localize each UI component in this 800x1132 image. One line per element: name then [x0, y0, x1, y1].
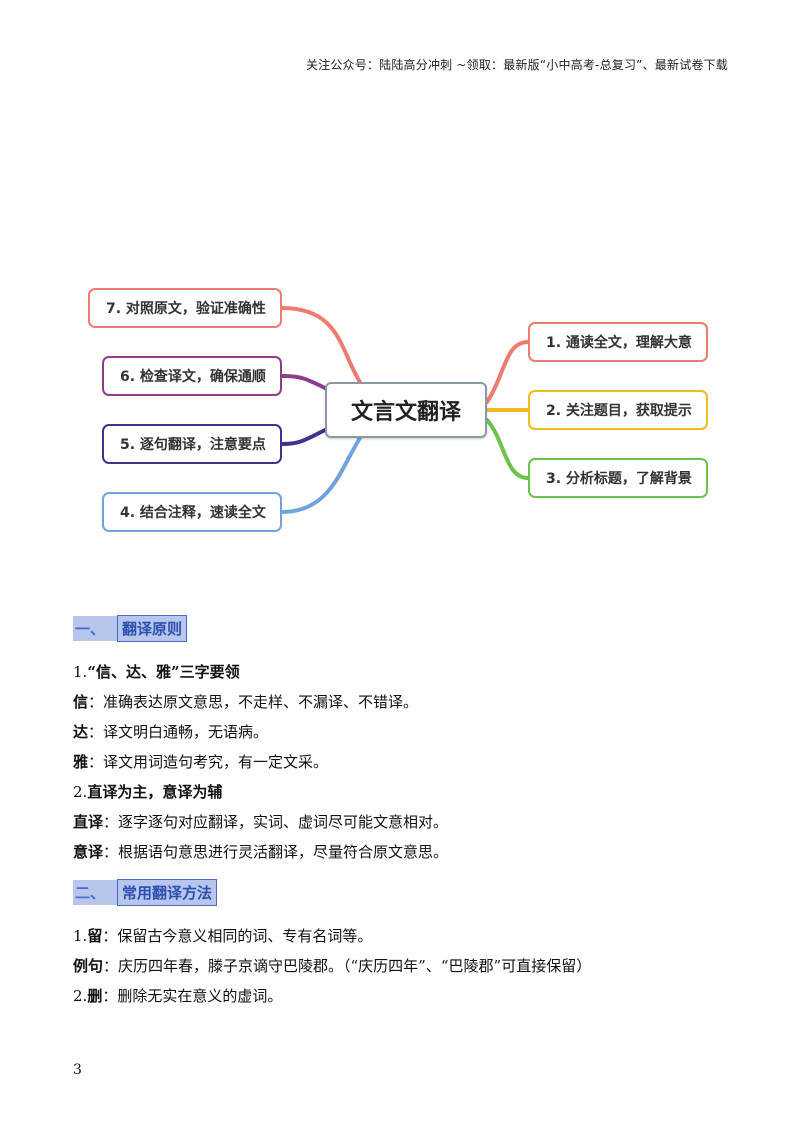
- document-body: 一、 翻译原则 1.“信、达、雅”三字要领 信：准确表达原文意思，不走样、不漏译…: [73, 614, 733, 1011]
- section-number: 一、: [73, 615, 118, 641]
- mind-node-7: 7. 对照原文，验证准确性: [88, 288, 282, 328]
- mind-node-2: 2. 关注题目，获取提示: [528, 390, 708, 430]
- mind-map: 文言文翻译 1. 通读全文，理解大意 2. 关注题目，获取提示 3. 分析标题，…: [0, 270, 800, 550]
- item-title: 直译为主，意译为辅: [87, 783, 223, 801]
- connector-7: [280, 306, 362, 384]
- term-text: ：根据语句意思进行灵活翻译，尽量符合原文意思。: [103, 843, 449, 861]
- term-label: 信: [73, 693, 89, 711]
- principle-heading-2: 2.直译为主，意译为辅: [73, 777, 733, 807]
- principle-heading-1: 1.“信、达、雅”三字要领: [73, 657, 733, 687]
- term-label: 达: [73, 723, 89, 741]
- method-2: 2.删：删除无实在意义的虚词。: [73, 981, 733, 1011]
- mind-node-1: 1. 通读全文，理解大意: [528, 322, 708, 362]
- page-header: 关注公众号：陆陆高分冲刺 ~领取：最新版“小中高考-总复习”、最新试卷下载: [305, 58, 728, 72]
- method-1: 1.留：保留古今意义相同的词、专有名词等。: [73, 921, 733, 951]
- item-number: 1.: [73, 927, 88, 945]
- connector-6: [280, 374, 327, 390]
- item-number: 2.: [73, 987, 88, 1005]
- connector-3: [485, 418, 530, 480]
- definition-ya: 雅：译文用词造句考究，有一定文采。: [73, 747, 733, 777]
- section-title: 翻译原则: [117, 614, 188, 642]
- definition-zhiyi: 直译：逐字逐句对应翻译，实词、虚词尽可能文意相对。: [73, 807, 733, 837]
- method-text: ：保留古今意义相同的词、专有名词等。: [102, 927, 373, 945]
- mind-map-center: 文言文翻译: [325, 382, 487, 438]
- term-text: ：译文用词造句考究，有一定文采。: [88, 753, 329, 771]
- term-label: 直译: [73, 813, 104, 831]
- mind-node-5: 5. 逐句翻译，注意要点: [102, 424, 282, 464]
- definition-da: 达：译文明白通畅，无语病。: [73, 717, 733, 747]
- term-label: 雅: [73, 753, 89, 771]
- method-text: ：删除无实在意义的虚词。: [102, 987, 283, 1005]
- example-sentence: 例句：庆历四年春，滕子京谪守巴陵郡。（“庆历四年”、“巴陵郡”可直接保留）: [73, 951, 733, 981]
- section-heading-2: 二、 常用翻译方法: [73, 878, 733, 906]
- page-number: 3: [73, 1062, 82, 1078]
- item-number: 2.: [73, 783, 88, 801]
- term-text: ：逐字逐句对应翻译，实词、虚词尽可能文意相对。: [103, 813, 449, 831]
- section-title: 常用翻译方法: [117, 878, 218, 906]
- mind-node-6: 6. 检查译文，确保通顺: [102, 356, 282, 396]
- mind-map-connectors: [280, 306, 530, 514]
- example-text: ：庆历四年春，滕子京谪守巴陵郡。（“庆历四年”、“巴陵郡”可直接保留）: [103, 957, 592, 975]
- section-heading-1: 一、 翻译原则: [73, 614, 733, 642]
- item-title: “信、达、雅”三字要领: [87, 663, 240, 681]
- definition-yiyi: 意译：根据语句意思进行灵活翻译，尽量符合原文意思。: [73, 837, 733, 867]
- connector-5: [280, 428, 327, 446]
- term-text: ：译文明白通畅，无语病。: [88, 723, 269, 741]
- term-text: ：准确表达原文意思，不走样、不漏译、不错译。: [88, 693, 419, 711]
- mind-node-4: 4. 结合注释，速读全文: [102, 492, 282, 532]
- connector-4: [280, 436, 362, 514]
- term-label: 意译: [73, 843, 104, 861]
- example-label: 例句: [73, 957, 104, 975]
- connector-1: [485, 340, 530, 404]
- method-label: 删: [87, 987, 103, 1005]
- section-number: 二、: [73, 879, 118, 905]
- mind-node-3: 3. 分析标题，了解背景: [528, 458, 708, 498]
- item-number: 1.: [73, 663, 88, 681]
- method-label: 留: [87, 927, 103, 945]
- definition-xin: 信：准确表达原文意思，不走样、不漏译、不错译。: [73, 687, 733, 717]
